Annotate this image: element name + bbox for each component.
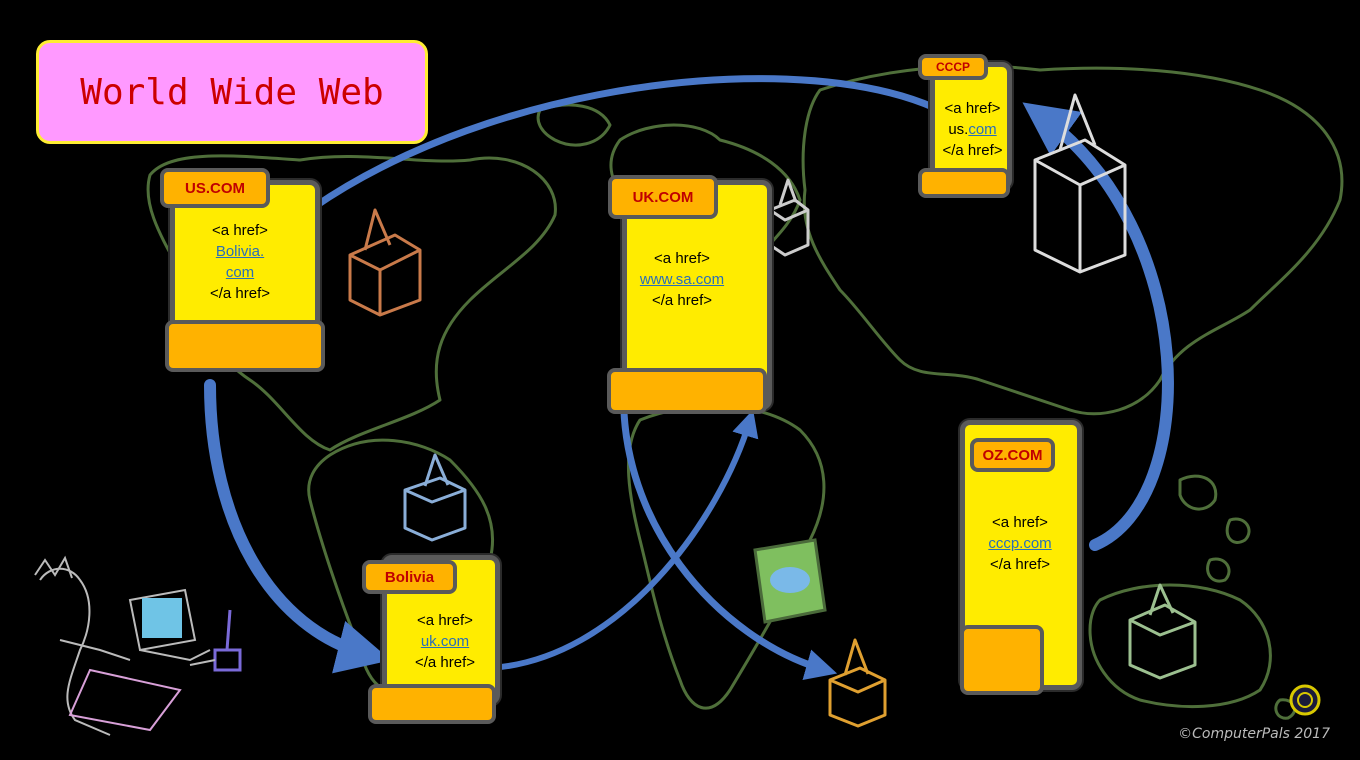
islands-outline bbox=[1178, 474, 1297, 720]
link-text[interactable]: com bbox=[225, 264, 255, 281]
slide-title: World Wide Web bbox=[80, 71, 384, 113]
page-code-uk: <a href> www.sa.com </a href> bbox=[622, 248, 742, 311]
server-box-europe bbox=[768, 178, 810, 257]
tag-close: </a href> bbox=[414, 654, 476, 671]
site-label-oz: OZ.COM bbox=[970, 438, 1055, 472]
arrow-cccp-to-us bbox=[241, 75, 939, 269]
tag-open: <a href> bbox=[212, 222, 268, 239]
page-scroll-foot-uk bbox=[607, 368, 767, 414]
page-code-oz: <a href> cccp.com </a href> bbox=[970, 512, 1070, 575]
page-code-bolivia: <a href> uk.com </a href> bbox=[395, 610, 495, 673]
tag-open: <a href> bbox=[654, 250, 710, 267]
server-box-north-america bbox=[348, 208, 422, 317]
tag-close: </a href> bbox=[989, 556, 1051, 573]
arrow-oz-to-cccp bbox=[1022, 102, 1174, 551]
modem-antenna bbox=[189, 609, 242, 672]
tag-close: </a href> bbox=[209, 285, 271, 302]
link-text[interactable]: com bbox=[968, 121, 997, 138]
link-line: us.com bbox=[935, 119, 1010, 140]
user-at-computer-sketch bbox=[34, 555, 211, 736]
server-box-asia bbox=[1033, 93, 1127, 274]
page-code-cccp: <a href> us.com </a href> bbox=[935, 98, 1010, 161]
australia-outline bbox=[1088, 583, 1272, 709]
link-text[interactable]: Bolivia. bbox=[215, 243, 265, 260]
page-scroll-foot-oz bbox=[960, 625, 1044, 695]
server-box-australia bbox=[1128, 583, 1197, 680]
server-box-africa bbox=[828, 638, 887, 728]
site-label-uk: UK.COM bbox=[608, 175, 718, 219]
site-label-cccp: CCCP bbox=[918, 54, 988, 80]
site-label-bolivia: Bolivia bbox=[362, 560, 457, 594]
page-scroll-foot-cccp bbox=[918, 168, 1010, 198]
tag-open: <a href> bbox=[944, 100, 1001, 117]
greenland-outline bbox=[536, 103, 612, 147]
arrow-uk-to-sa bbox=[620, 366, 838, 680]
tag-open: <a href> bbox=[992, 514, 1048, 531]
tag-open: <a href> bbox=[417, 612, 473, 629]
arrow-bolivia-to-uk bbox=[487, 409, 759, 671]
page-scroll-foot-us bbox=[165, 320, 325, 372]
php-scroll-icon bbox=[753, 538, 827, 624]
asia-outline bbox=[801, 64, 1344, 416]
link-text[interactable]: cccp.com bbox=[988, 535, 1052, 552]
server-box-south-america bbox=[403, 453, 467, 542]
laptop-screen bbox=[142, 598, 182, 638]
page-code-us: <a href> Bolivia. com </a href> bbox=[185, 220, 295, 304]
arrow-us-to-bolivia bbox=[204, 379, 391, 674]
copyright-text: ©ComputerPals 2017 bbox=[1178, 726, 1330, 742]
computerpals-logo bbox=[1289, 684, 1321, 716]
tag-close: </a href> bbox=[942, 142, 1003, 159]
link-text[interactable]: www.sa.com bbox=[639, 271, 725, 288]
link-prefix: us. bbox=[948, 121, 969, 138]
link-text[interactable]: uk.com bbox=[420, 633, 470, 650]
site-label-us: US.COM bbox=[160, 168, 270, 208]
title-box: World Wide Web bbox=[36, 40, 428, 144]
africa-outline bbox=[626, 404, 826, 710]
page-scroll-foot-bolivia bbox=[368, 684, 496, 724]
tag-close: </a href> bbox=[651, 292, 713, 309]
